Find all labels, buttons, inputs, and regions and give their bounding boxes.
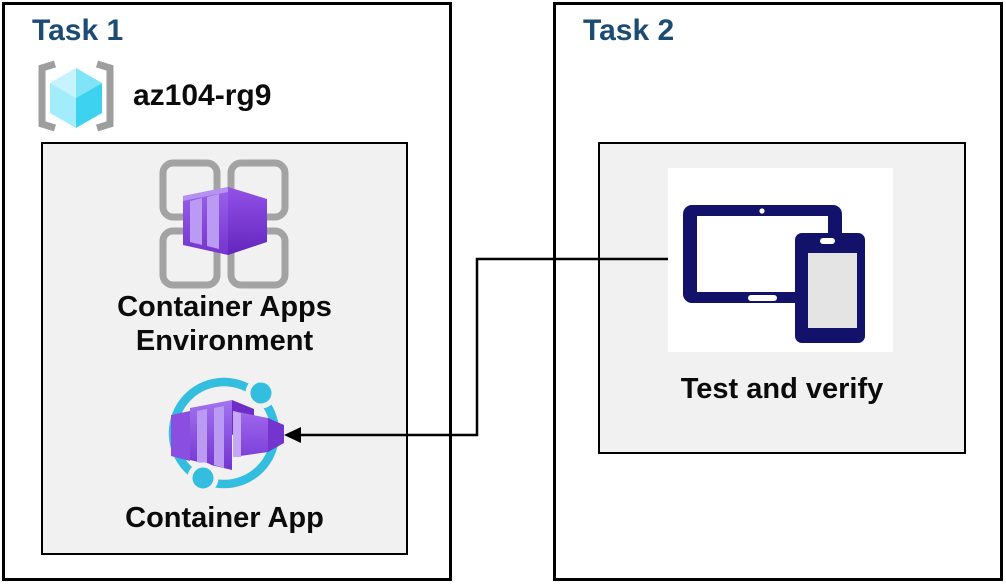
- task1-title: Task 1: [32, 14, 124, 47]
- resource-group-icon: [38, 60, 114, 132]
- test-and-verify-label: Test and verify: [680, 373, 884, 405]
- container-app-icon: [168, 377, 284, 494]
- env-label-line1: Container Apps: [117, 291, 332, 323]
- task1-inner-panel: Container Apps Environment: [41, 142, 408, 555]
- resource-group-name: az104-rg9: [133, 79, 272, 112]
- devices-icon: [683, 205, 865, 343]
- task1-panel: Task 1 az104-rg9: [2, 2, 452, 581]
- container-apps-environment-icon: [159, 159, 289, 289]
- task2-title: Task 2: [583, 14, 675, 47]
- container-app-label: Container App: [125, 502, 324, 534]
- task2-inner-panel: Test and verify: [598, 142, 966, 454]
- container-apps-environment-label: Container Apps Environment: [43, 290, 406, 358]
- devices-icon-background: [668, 168, 893, 352]
- env-label-line2: Environment: [135, 325, 314, 357]
- task2-panel: Task 2 Test and verify: [553, 2, 1003, 581]
